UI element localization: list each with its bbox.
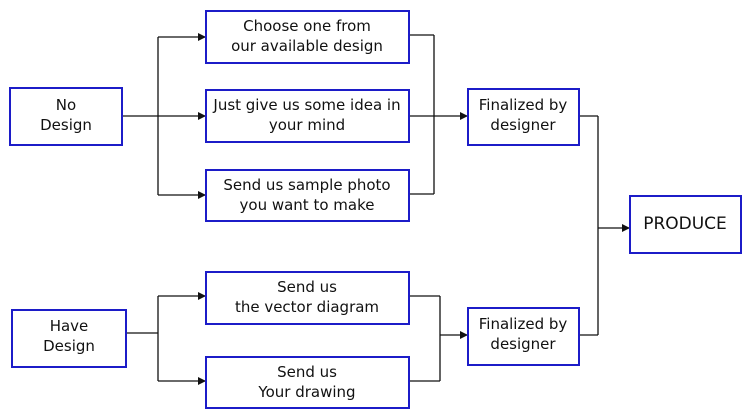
node-have-design: Have Design (11, 309, 127, 368)
node-vector-diagram-line2: the vector diagram (235, 298, 379, 316)
node-have-design-line1: Have (50, 317, 89, 335)
node-finalized-bottom-line1: Finalized by (479, 315, 568, 333)
node-your-drawing-line1: Send us (277, 363, 337, 381)
node-sample-photo-line1: Send us sample photo (223, 176, 390, 194)
node-finalized-top-line1: Finalized by (479, 96, 568, 114)
node-have-design-line2: Design (43, 337, 95, 355)
node-give-idea-line1: Just give us some idea in (212, 96, 400, 114)
node-give-idea: Just give us some idea in your mind (205, 89, 410, 143)
node-finalized-bottom: Finalized by designer (467, 307, 580, 366)
node-vector-diagram-line1: Send us (277, 278, 337, 296)
connectors-no-design (122, 33, 468, 199)
node-finalized-bottom-line2: designer (490, 335, 556, 353)
node-choose-design-line1: Choose one from (243, 17, 371, 35)
node-choose-design: Choose one from our available design (205, 10, 410, 64)
node-your-drawing: Send us Your drawing (205, 356, 410, 409)
node-produce-label: PRODUCE (643, 214, 727, 234)
node-no-design-line1: No (56, 96, 76, 114)
connectors-have-design (126, 292, 468, 385)
node-finalized-top: Finalized by designer (467, 88, 580, 146)
node-choose-design-line2: our available design (231, 37, 383, 55)
node-vector-diagram: Send us the vector diagram (205, 271, 410, 325)
node-your-drawing-line2: Your drawing (257, 383, 355, 401)
node-sample-photo-line2: you want to make (240, 196, 375, 214)
node-sample-photo: Send us sample photo you want to make (205, 169, 410, 222)
node-finalized-top-line2: designer (490, 116, 556, 134)
node-no-design-line2: Design (40, 116, 92, 134)
node-produce: PRODUCE (629, 195, 742, 254)
connectors-produce (579, 115, 630, 336)
node-no-design: No Design (9, 87, 123, 146)
node-give-idea-line2: your mind (269, 116, 345, 134)
